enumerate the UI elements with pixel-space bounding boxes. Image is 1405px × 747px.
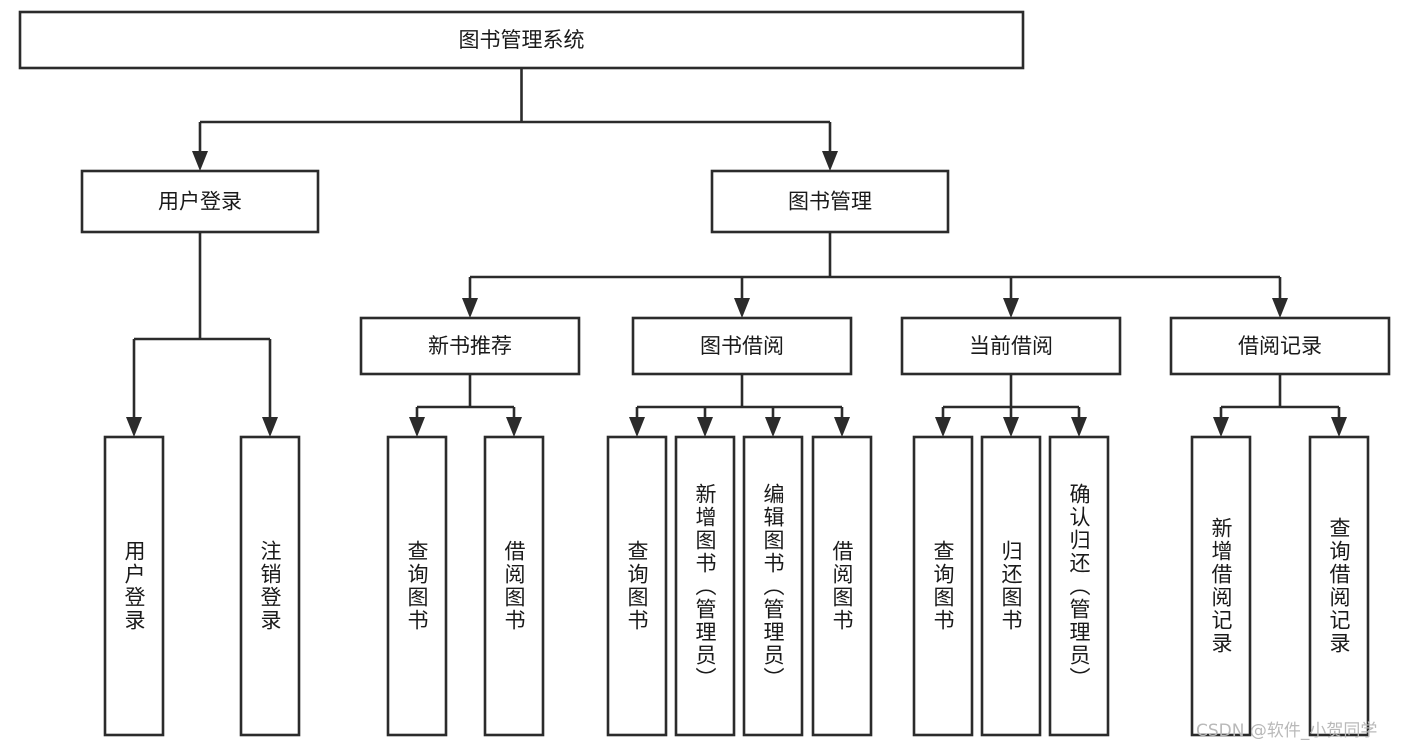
arrow-head-book-manage — [822, 151, 838, 171]
arrow-head-leaf-edit-book-admin — [765, 417, 781, 437]
node-label-new-book-recommend: 新书推荐 — [428, 334, 512, 358]
arrow-head-leaf-query-book-borrow — [629, 417, 645, 437]
node-box-leaf-query-book-current[interactable] — [912, 435, 974, 737]
arrow-head-borrow-record — [1272, 298, 1288, 318]
node-box-book-manage[interactable] — [710, 169, 950, 234]
node-box-layer — [18, 10, 1391, 737]
node-box-root[interactable] — [18, 10, 1025, 70]
node-box-current-borrow[interactable] — [900, 316, 1122, 376]
node-box-new-book-recommend[interactable] — [359, 316, 581, 376]
node-label-user-login: 用户登录 — [158, 190, 242, 214]
arrow-head-book-borrow — [734, 298, 750, 318]
node-label-book-manage: 图书管理 — [788, 190, 872, 214]
arrow-head-leaf-confirm-return-admin — [1071, 417, 1087, 437]
arrow-head-leaf-user-login — [126, 417, 142, 437]
node-box-leaf-add-book-admin[interactable] — [674, 435, 736, 737]
node-label-root: 图书管理系统 — [459, 28, 585, 52]
arrow-head-leaf-query-book-rec — [409, 417, 425, 437]
node-box-leaf-borrow-book[interactable] — [811, 435, 873, 737]
node-label-borrow-record: 借阅记录 — [1238, 334, 1322, 358]
node-box-leaf-add-borrow-record[interactable] — [1190, 435, 1252, 737]
node-box-leaf-edit-book-admin[interactable] — [742, 435, 804, 737]
arrow-head-leaf-return-book — [1003, 417, 1019, 437]
arrow-head-leaf-borrow-book — [834, 417, 850, 437]
arrow-head-leaf-add-book-admin — [697, 417, 713, 437]
node-label-current-borrow: 当前借阅 — [969, 334, 1053, 358]
node-box-borrow-record[interactable] — [1169, 316, 1391, 376]
arrow-head-new-book-recommend — [462, 298, 478, 318]
node-box-leaf-borrow-book-rec[interactable] — [483, 435, 545, 737]
node-box-user-login[interactable] — [80, 169, 320, 234]
arrow-head-leaf-user-logout — [262, 417, 278, 437]
arrow-head-leaf-query-borrow-record — [1331, 417, 1347, 437]
connector-layer — [126, 68, 1347, 437]
arrow-head-current-borrow — [1003, 298, 1019, 318]
node-label-book-borrow: 图书借阅 — [700, 334, 784, 358]
node-box-leaf-query-borrow-record[interactable] — [1308, 435, 1370, 737]
node-box-book-borrow[interactable] — [631, 316, 853, 376]
node-box-leaf-user-login[interactable] — [103, 435, 165, 737]
arrow-head-user-login — [192, 151, 208, 171]
arrow-head-leaf-borrow-book-rec — [506, 417, 522, 437]
node-box-leaf-query-book-borrow[interactable] — [606, 435, 668, 737]
arrow-head-leaf-add-borrow-record — [1213, 417, 1229, 437]
node-box-leaf-confirm-return-admin[interactable] — [1048, 435, 1110, 737]
node-box-leaf-user-logout[interactable] — [239, 435, 301, 737]
node-box-leaf-query-book-rec[interactable] — [386, 435, 448, 737]
arrow-head-leaf-query-book-current — [935, 417, 951, 437]
csdn-watermark: CSDN @软件_小贺同学 — [1196, 721, 1378, 741]
node-box-leaf-return-book[interactable] — [980, 435, 1042, 737]
